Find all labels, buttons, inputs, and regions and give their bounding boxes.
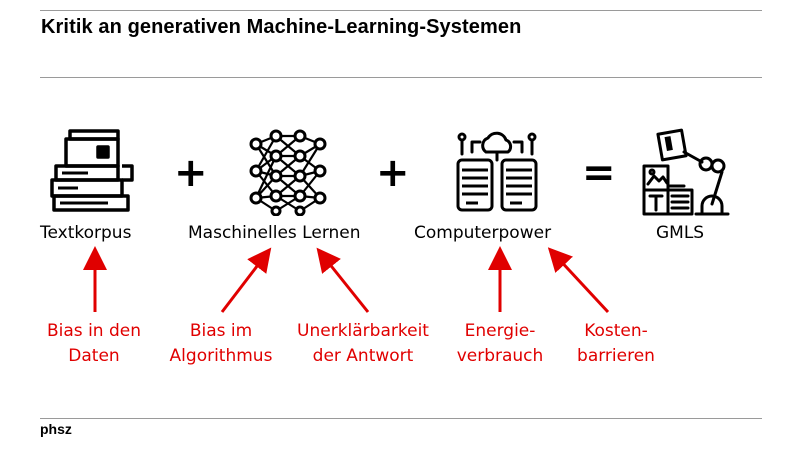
footer-rule (40, 418, 762, 419)
arrow-bias-algorithmus (220, 247, 272, 313)
top-rule (40, 10, 762, 11)
robot-arm-icon (642, 128, 730, 216)
server-cloud-icon (456, 131, 538, 212)
arrow-kostenbarrieren (547, 247, 610, 314)
criticism-energieverbrauch: Energie-verbrauch (456, 321, 544, 366)
slide-title: Kritik an generativen Machine-Learning-S… (41, 16, 522, 38)
plus-operator: + (174, 150, 208, 196)
component-label-gmls: GMLS (656, 223, 705, 243)
component-label-maschinelles-lernen: Maschinelles Lernen (188, 223, 361, 243)
arrow-unerklaerbarkeit (316, 247, 370, 313)
plus-operator: + (376, 150, 410, 196)
title-rule (40, 77, 762, 78)
component-label-computerpower: Computerpower (414, 223, 552, 243)
footer-brand: phsz (40, 421, 72, 437)
criticism-kostenbarrieren: Kosten-barrieren (577, 321, 655, 366)
books-icon (50, 129, 134, 212)
component-label-textkorpus: Textkorpus (40, 223, 132, 243)
equals-operator: = (582, 150, 616, 196)
neural-network-icon (249, 129, 327, 216)
